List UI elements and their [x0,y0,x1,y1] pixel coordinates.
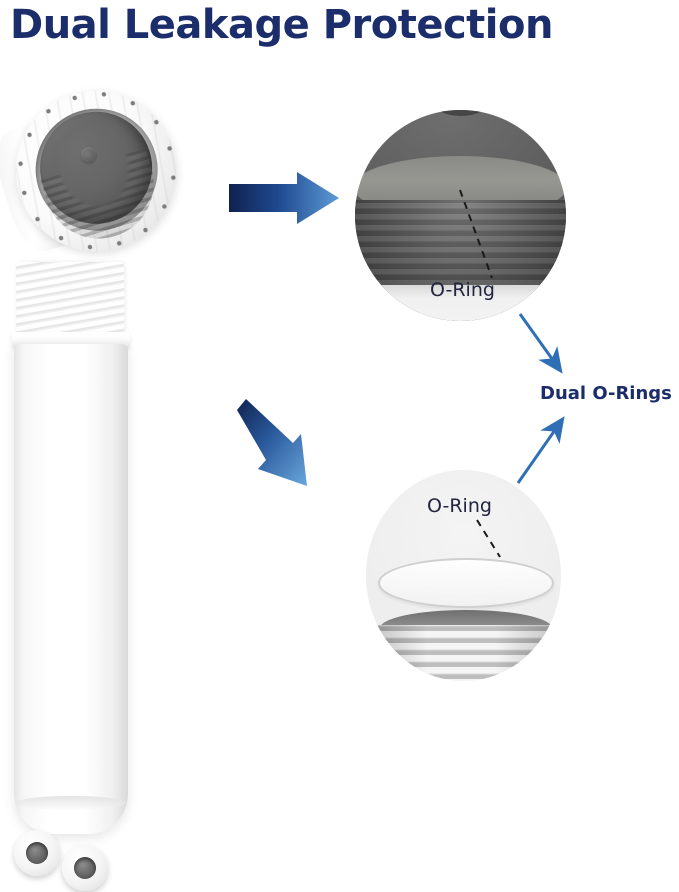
filter-port-left [14,830,60,876]
magnified-oring-ellipse [378,558,554,608]
magnified-cap-dome [355,110,566,321]
magnified-tube-threads [368,625,561,681]
label-dual-orings: Dual O-Rings [540,383,672,404]
filter-bottom-band [16,796,126,810]
filter-port-right [62,845,108,891]
filter-port-right-opening [74,857,96,879]
callout-circle-tube-oring [366,470,561,681]
label-oring-bottom: O-Ring [427,495,492,517]
filter-cap-assembly [0,62,216,279]
page-title: Dual Leakage Protection [10,2,553,48]
arrow-bottom-callout-to-dual [516,416,565,484]
filter-port-left-opening [26,842,48,864]
filter-housing-tube [14,344,128,834]
arrow-top-callout-to-dual [518,313,563,374]
arrow-cap-to-top-callout [229,172,339,224]
filter-threaded-neck [16,262,124,334]
magnified-cap-center-hole [429,110,493,116]
arrow-tube-to-bottom-callout [237,399,307,486]
label-oring-top: O-Ring [430,279,495,301]
